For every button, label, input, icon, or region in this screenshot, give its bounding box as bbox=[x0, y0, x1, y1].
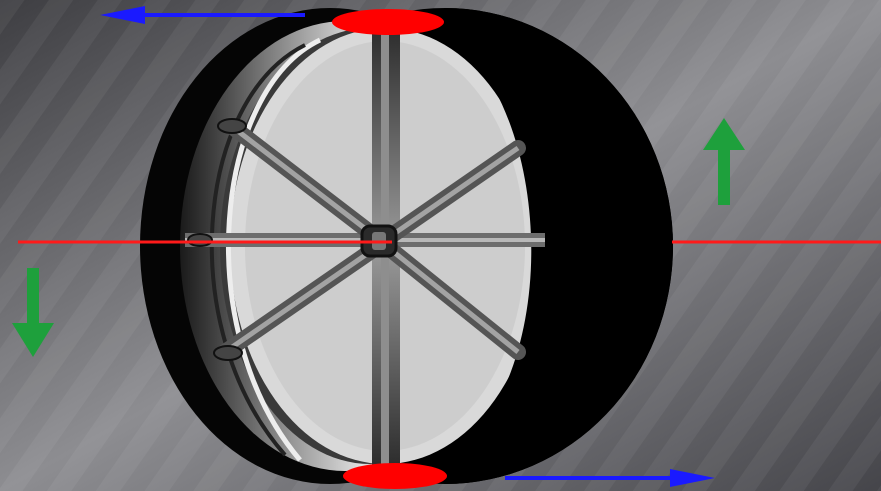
spoke-nub-bottom-left bbox=[214, 346, 242, 360]
spoke-nub-top-left bbox=[218, 119, 246, 133]
contact-patch-top bbox=[332, 9, 444, 35]
spoke-nub-left bbox=[188, 234, 212, 246]
contact-patch-bottom bbox=[343, 463, 447, 489]
